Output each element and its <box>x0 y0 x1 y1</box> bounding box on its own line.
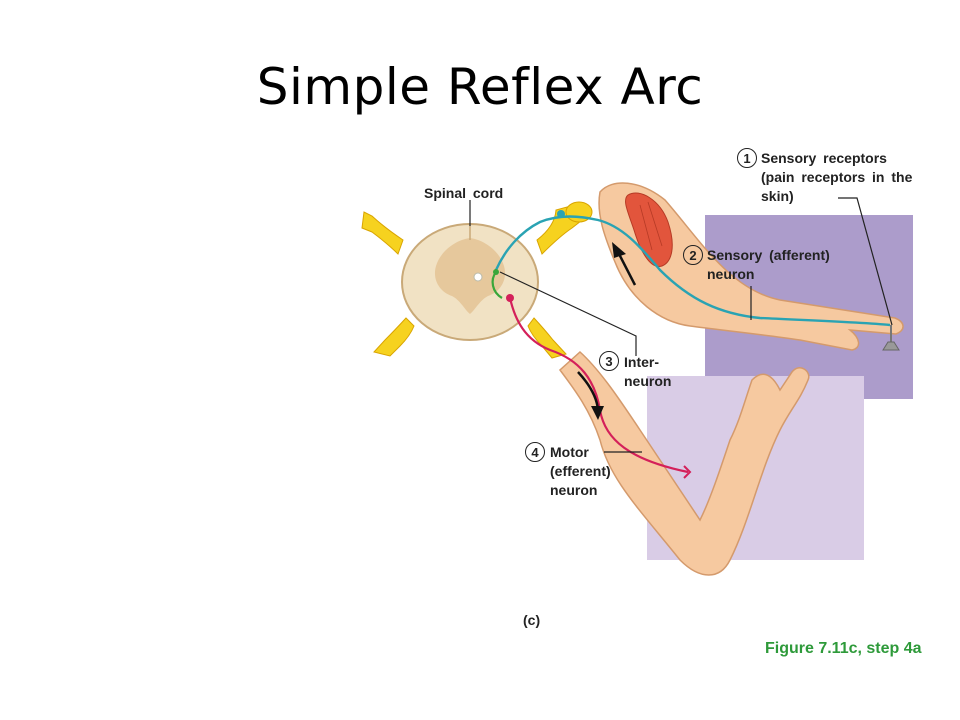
step-3-number: 3 <box>599 351 619 371</box>
step-4-number: 4 <box>525 442 545 462</box>
spinal-cord-section <box>401 223 539 341</box>
sensory-neuron <box>494 215 891 327</box>
step-4-label: Motor (efferent) neuron <box>550 444 611 498</box>
lower-limb <box>558 350 810 576</box>
step-1-label: Sensory receptors (pain receptors in the… <box>761 150 913 204</box>
step-1-number: 1 <box>737 148 757 168</box>
leader-lines <box>469 197 893 453</box>
figure-reference: Figure 7.11c, step 4a <box>765 640 922 657</box>
step-3-label: Inter- neuron <box>624 354 672 389</box>
upper-limb <box>598 182 904 351</box>
panel-caption: (c) <box>523 612 541 628</box>
step-2-number: 2 <box>683 245 703 265</box>
spinal-cord-label: Spinal cord <box>424 185 504 201</box>
direction-arrows <box>577 242 637 420</box>
slide-title: Simple Reflex Arc <box>256 58 704 116</box>
motor-cell-body <box>506 294 514 302</box>
pain-stimulus-tack <box>882 325 900 351</box>
step-2-label: Sensory (afferent) neuron <box>707 247 830 282</box>
sensory-cell-body <box>557 210 565 218</box>
